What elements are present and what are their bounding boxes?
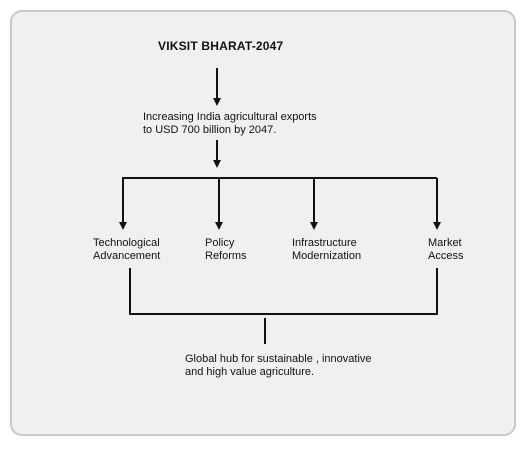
pillar-market-access: Market Access <box>428 237 464 262</box>
pillar-infrastructure-modernization: Infrastructure Modernization <box>292 237 362 262</box>
pillar-policy-reforms: Policy Reforms <box>205 237 247 262</box>
outcome-text: Global hub for sustainable , innovative … <box>185 353 372 378</box>
goal-text: Increasing India agricultural exports to… <box>143 111 317 136</box>
diagram-title: VIKSIT BHARAT-2047 <box>158 39 284 53</box>
diagram-card <box>10 10 516 436</box>
pillar-technological-advancement: Technological Advancement <box>93 237 161 262</box>
